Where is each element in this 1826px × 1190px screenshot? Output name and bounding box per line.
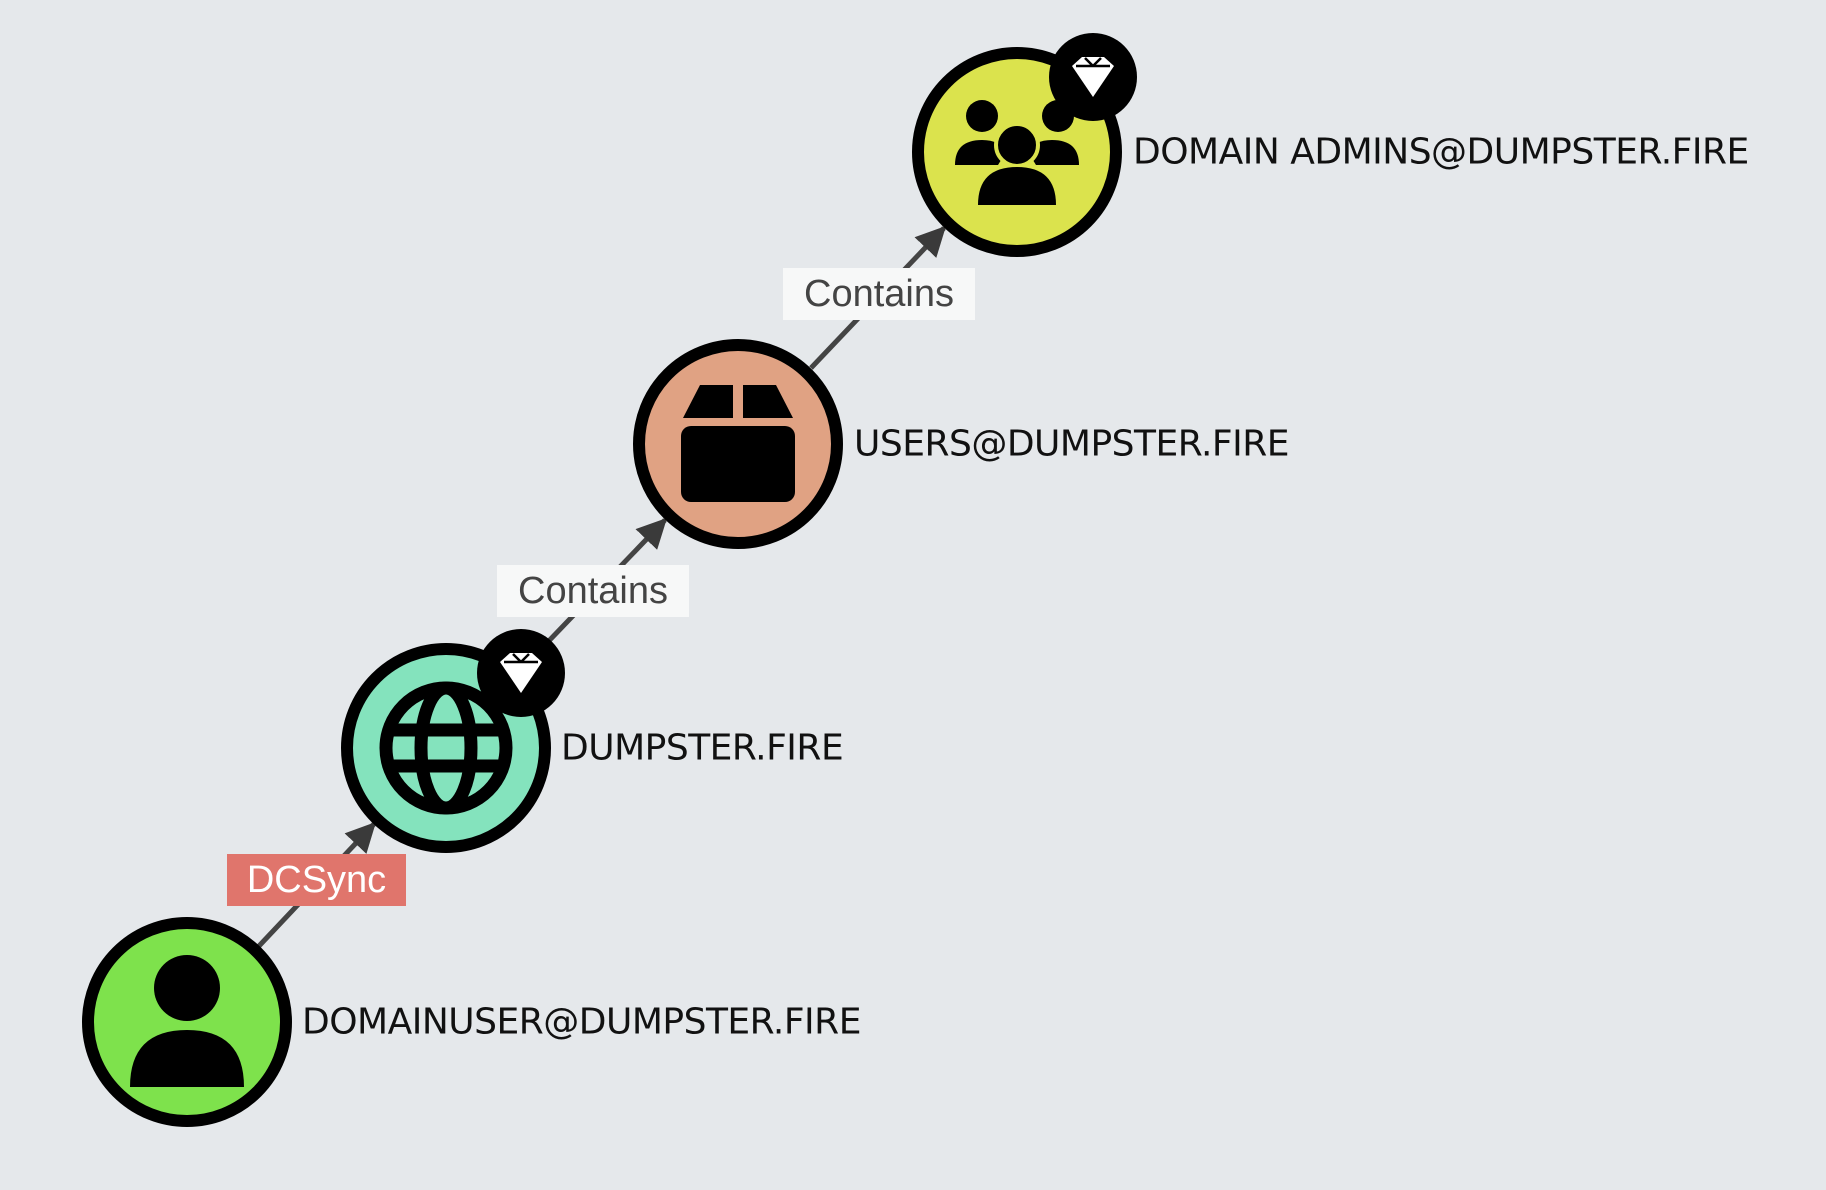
node-domain-user[interactable] [82, 917, 292, 1127]
tier-zero-gem-icon [1049, 33, 1137, 121]
edge-label-dcsync[interactable]: DCSync [227, 854, 406, 906]
node-label-domain: DUMPSTER.FIRE [561, 727, 844, 769]
globe-icon [379, 681, 513, 815]
edge-label-contains[interactable]: Contains [783, 268, 975, 320]
node-label-domain-admins: DOMAIN ADMINS@DUMPSTER.FIRE [1133, 131, 1749, 173]
node-domain[interactable] [341, 629, 565, 853]
node-users-container[interactable] [633, 339, 843, 549]
user-icon [130, 955, 244, 1087]
node-label-users: USERS@DUMPSTER.FIRE [854, 423, 1290, 465]
node-label-domain-user: DOMAINUSER@DUMPSTER.FIRE [302, 1001, 861, 1043]
edge-label-contains[interactable]: Contains [497, 565, 689, 617]
box-icon [681, 385, 795, 502]
node-domain-admins[interactable] [912, 33, 1137, 257]
tier-zero-gem-icon [477, 629, 565, 717]
